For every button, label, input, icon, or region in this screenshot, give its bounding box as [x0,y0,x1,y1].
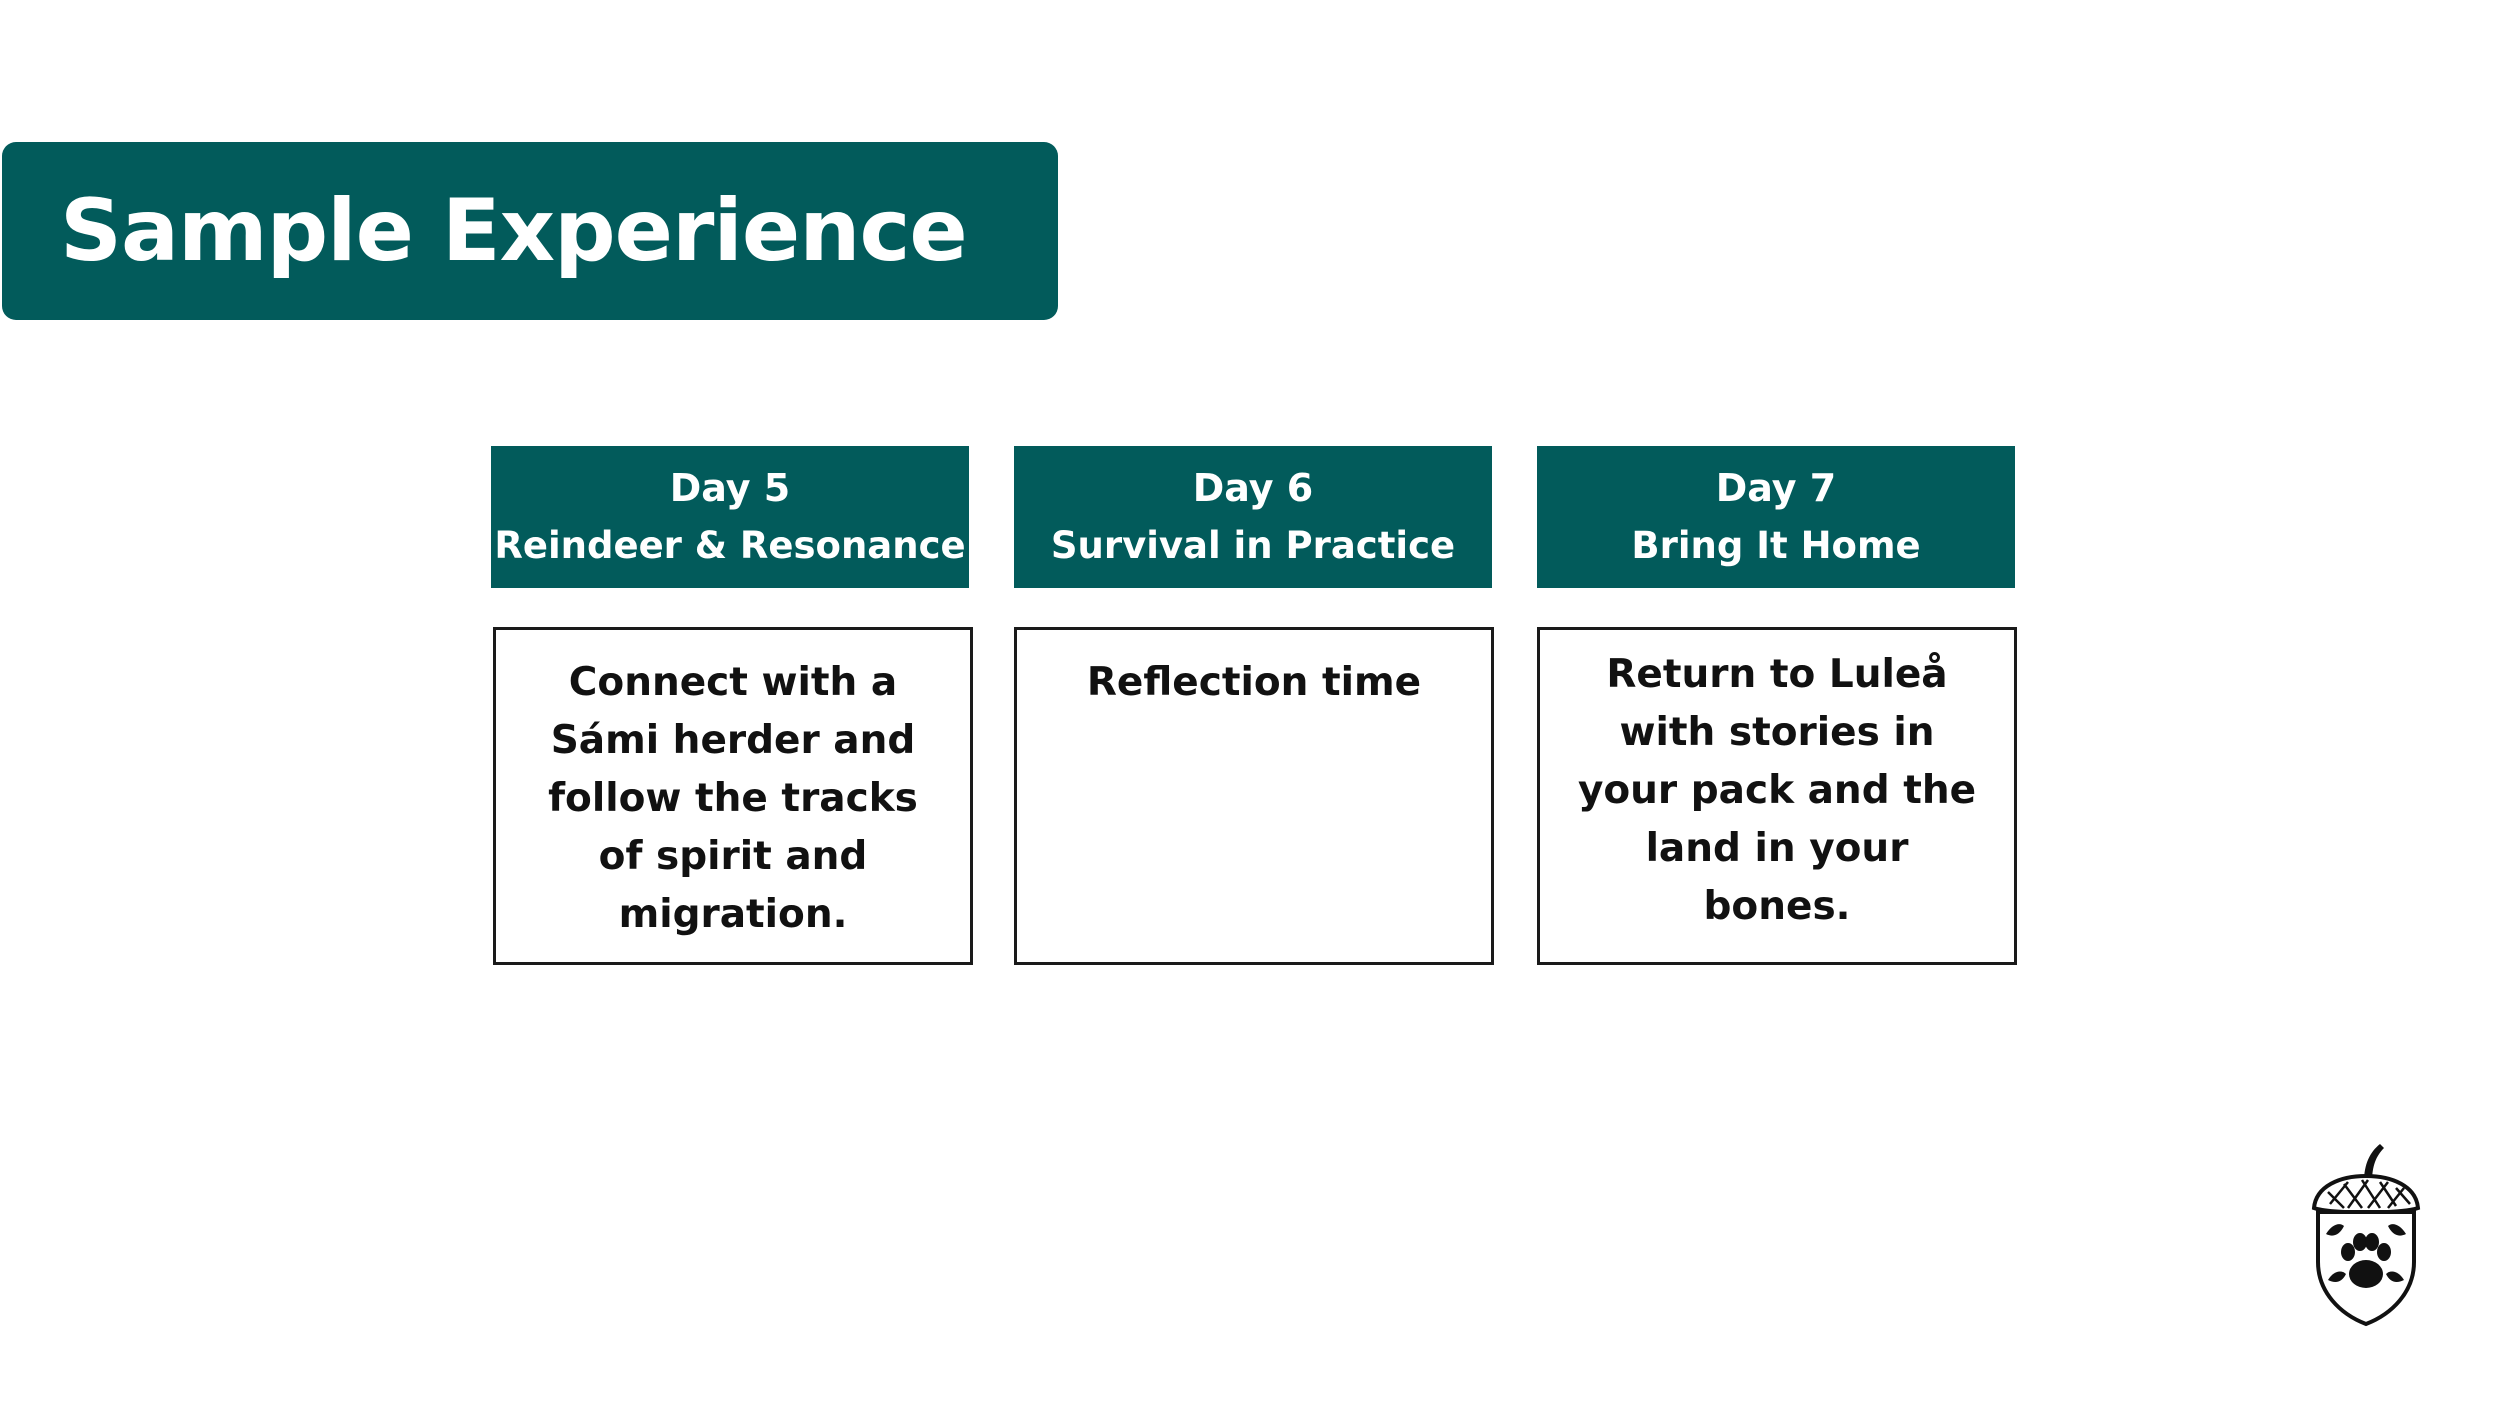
day-6-description: Reflection time [1014,627,1494,965]
day-5-label: Day 5 [669,466,791,510]
day-5-description: Connect with a Sámi herder and follow th… [493,627,973,965]
day-5-subtitle: Reindeer & Resonance [494,524,966,567]
title-banner: Sample Experience [2,142,1058,320]
day-6-header: Day 6 Survival in Practice [1014,446,1492,588]
acorn-paw-crest-icon [2311,1144,2421,1327]
day-7-header: Day 7 Bring It Home [1537,446,2015,588]
day-7-label: Day 7 [1715,466,1837,510]
day-6-label: Day 6 [1192,466,1314,510]
slide-title: Sample Experience [60,181,968,281]
day-7-description: Return to Luleå with stories in your pac… [1537,627,2017,965]
day-7-subtitle: Bring It Home [1631,524,1921,567]
day-5-header: Day 5 Reindeer & Resonance [491,446,969,588]
day-6-subtitle: Survival in Practice [1050,524,1456,567]
